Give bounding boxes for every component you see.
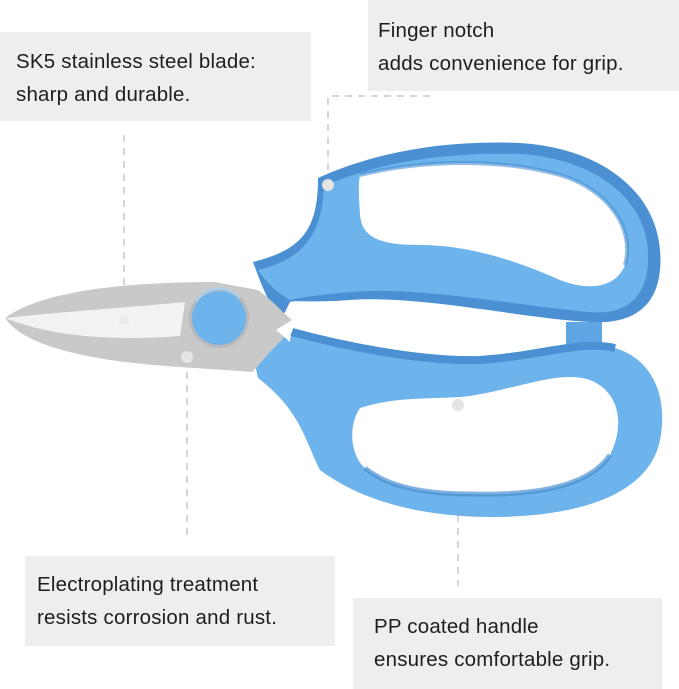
callout-finger-notch: Finger notch adds convenience for grip. <box>368 0 679 91</box>
callout-blade-line1: SK5 stainless steel blade: <box>16 50 256 73</box>
anchor-dots <box>119 179 464 411</box>
callout-finger-notch-line2: adds convenience for grip. <box>378 52 624 75</box>
callout-blade-line2: sharp and durable. <box>16 83 191 106</box>
callout-electroplating-line1: Electroplating treatment <box>37 573 259 596</box>
callout-electroplating-line2: resists corrosion and rust. <box>37 606 278 629</box>
callout-handle-line2: ensures comfortable grip. <box>374 648 611 671</box>
lower-handle <box>254 328 663 518</box>
callout-handle: PP coated handle ensures comfortable gri… <box>353 598 662 689</box>
callout-handle-line1: PP coated handle <box>374 615 539 638</box>
pivot-screw <box>189 287 249 348</box>
callout-electroplating: Electroplating treatment resists corrosi… <box>25 556 335 646</box>
callout-blade: SK5 stainless steel blade: sharp and dur… <box>0 32 311 121</box>
blade <box>5 282 292 372</box>
callout-finger-notch-line1: Finger notch <box>378 19 495 42</box>
upper-handle <box>253 142 661 323</box>
